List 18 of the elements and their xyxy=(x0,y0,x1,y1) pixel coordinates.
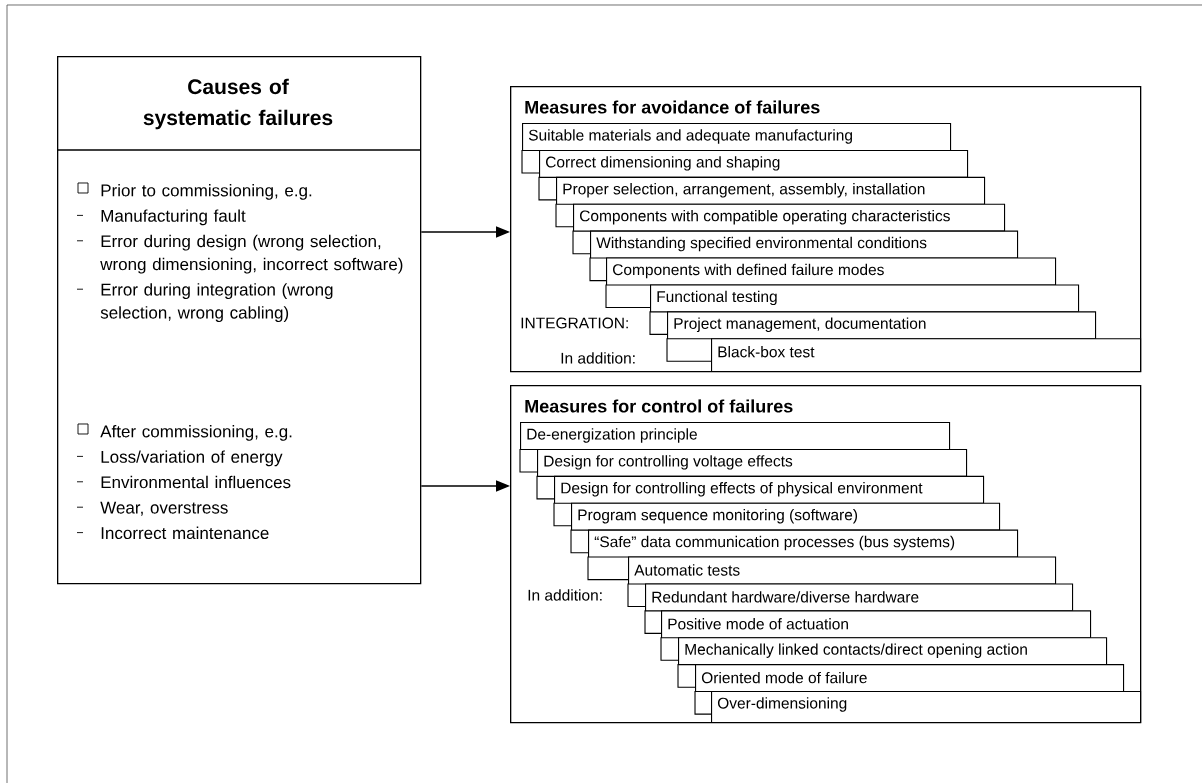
list-item: Error during integration (wrong selection, wrong cabling) xyxy=(100,283,333,322)
side-label: In addition: xyxy=(561,352,635,364)
list-item: Prior to commissioning, e.g. xyxy=(101,184,312,200)
side-label: INTEGRATION: xyxy=(521,317,628,329)
list-item: Incorrect maintenance xyxy=(101,526,269,540)
panel-title: Measures for control of failures xyxy=(525,399,793,413)
step-box: Over-dimensioning xyxy=(711,691,1142,724)
step-box: Black-box test xyxy=(711,338,1142,373)
heading: Causes of systematic failures xyxy=(143,78,333,130)
panel-title: Measures for avoidance of failures xyxy=(525,100,820,114)
list-item: After commissioning, e.g. xyxy=(100,425,292,441)
text-box xyxy=(56,56,422,585)
side-label: In addition: xyxy=(528,589,602,601)
list-item: Manufacturing fault xyxy=(101,209,246,226)
list-item: Environmental influences xyxy=(101,475,291,489)
list-item: Error during design (wrong selection, wrong dimensioning, incorrect software) xyxy=(100,234,403,274)
list-item: Loss/variation of energy xyxy=(101,450,283,467)
list-item: Wear, overstress xyxy=(100,501,228,516)
